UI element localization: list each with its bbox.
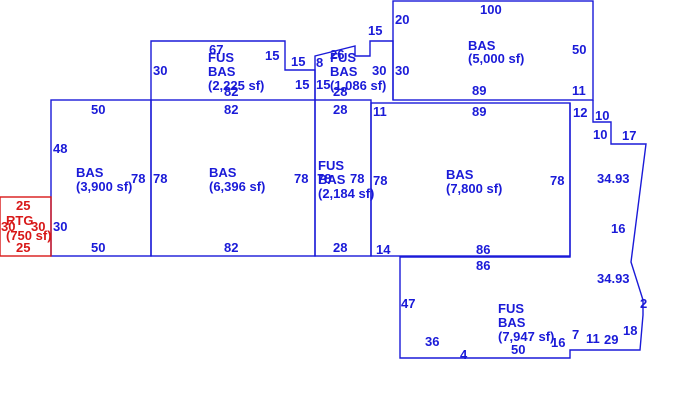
dim-label: 100 [480, 2, 502, 17]
dim-label: 30 [395, 63, 409, 78]
dim-label: 78 [350, 171, 364, 186]
dim-label: 36 [425, 334, 439, 349]
area-fus-bas-1086-sf: (1,086 sf) [330, 78, 386, 93]
area-bas-7800-code: BAS [446, 167, 474, 182]
dim-label: 17 [622, 128, 636, 143]
dim-label: 10 [595, 108, 609, 123]
dim-label: 30 [31, 219, 45, 234]
dimension-labels: 50 48 78 30 50 82 78 78 82 67 15 30 82 1… [1, 2, 647, 362]
area-bas-6396-sf: (6,396 sf) [209, 179, 265, 194]
dim-label: 16 [551, 335, 565, 350]
dim-label: 86 [476, 242, 490, 257]
outline-fus-bas-7947 [399, 100, 647, 359]
dim-label: 16 [611, 221, 625, 236]
area-bas-3900-code: BAS [76, 165, 104, 180]
area-fus-bas-7947-sf: (7,947 sf) [498, 329, 554, 344]
dim-label: 50 [511, 342, 525, 357]
dim-label: 28 [333, 84, 347, 99]
area-bas-3900-sf: (3,900 sf) [76, 179, 132, 194]
dim-label: 14 [376, 242, 391, 257]
dim-label: 82 [224, 84, 238, 99]
dim-label: 78 [317, 171, 331, 186]
dim-label: 30 [53, 219, 67, 234]
area-fus-bas-2225-code2: BAS [208, 64, 236, 79]
area-fus-bas-2184-code2: BAS [318, 172, 346, 187]
dim-label: 15 [316, 77, 330, 92]
dim-label: 8 [316, 55, 323, 70]
dim-label: 78 [153, 171, 167, 186]
dim-label: 11 [586, 331, 600, 346]
dim-label: 11 [373, 104, 387, 119]
dim-label: 47 [401, 296, 415, 311]
dim-label: 30 [153, 63, 167, 78]
area-fus-bas-1086-code1: FUS [330, 50, 356, 65]
dim-label: 30 [1, 219, 15, 234]
dim-label: 89 [472, 104, 486, 119]
dim-label: 30 [372, 63, 386, 78]
dim-label: 26 [330, 47, 344, 62]
dim-label: 4 [460, 347, 468, 362]
dim-label: 25 [16, 198, 30, 213]
dim-label: 50 [572, 42, 586, 57]
area-labels: BAS (3,900 sf) BAS (6,396 sf) FUS BAS (2… [6, 38, 554, 344]
area-rtg-750-code: RTG [6, 213, 33, 228]
dim-label: 78 [294, 171, 308, 186]
outline-rtg-750 [0, 196, 52, 257]
dim-label: 28 [333, 102, 347, 117]
dim-label: 12 [573, 105, 587, 120]
dim-label: 15 [291, 54, 305, 69]
dim-label: 29 [604, 332, 618, 347]
dim-label: 78 [373, 173, 387, 188]
area-bas-5000-sf: (5,000 sf) [468, 51, 524, 66]
dim-label: 2 [640, 296, 647, 311]
area-fus-bas-1086-code2: BAS [330, 64, 358, 79]
area-fus-bas-2225-code1: FUS [208, 50, 234, 65]
dim-label: 28 [333, 240, 347, 255]
dim-label: 48 [53, 141, 67, 156]
dim-label: 15 [265, 48, 279, 63]
dim-label: 34.93 [597, 171, 630, 186]
dim-label: 67 [209, 42, 223, 57]
dim-label: 82 [224, 102, 238, 117]
dim-label: 78 [550, 173, 564, 188]
area-fus-bas-2184-sf: (2,184 sf) [318, 186, 374, 201]
dim-label: 82 [224, 240, 238, 255]
dim-label: 25 [16, 240, 30, 255]
dim-label: 18 [623, 323, 637, 338]
area-fus-bas-2225-sf: (2,225 sf) [208, 78, 264, 93]
dim-label: 34.93 [597, 271, 630, 286]
dim-label: 86 [476, 258, 490, 273]
dim-label: 7 [572, 327, 579, 342]
area-fus-bas-2184-code1: FUS [318, 158, 344, 173]
area-bas-7800-sf: (7,800 sf) [446, 181, 502, 196]
area-fus-bas-7947-code2: BAS [498, 315, 526, 330]
area-bas-5000-code: BAS [468, 38, 496, 53]
dim-label: 50 [91, 240, 105, 255]
outline-fus-bas-1086 [314, 40, 394, 100]
dim-label: 11 [572, 83, 586, 98]
area-outlines [0, 0, 647, 359]
area-bas-6396-code: BAS [209, 165, 237, 180]
area-rtg-750-sf: (750 sf) [6, 228, 52, 243]
outline-bas-5000 [392, 0, 594, 101]
dim-label: 10 [593, 127, 607, 142]
dim-label: 50 [91, 102, 105, 117]
dim-label: 15 [295, 77, 309, 92]
dim-label: 15 [368, 23, 382, 38]
dim-label: 20 [395, 12, 409, 27]
dim-label: 78 [131, 171, 145, 186]
dim-label: 89 [472, 83, 486, 98]
area-fus-bas-7947-code1: FUS [498, 301, 524, 316]
